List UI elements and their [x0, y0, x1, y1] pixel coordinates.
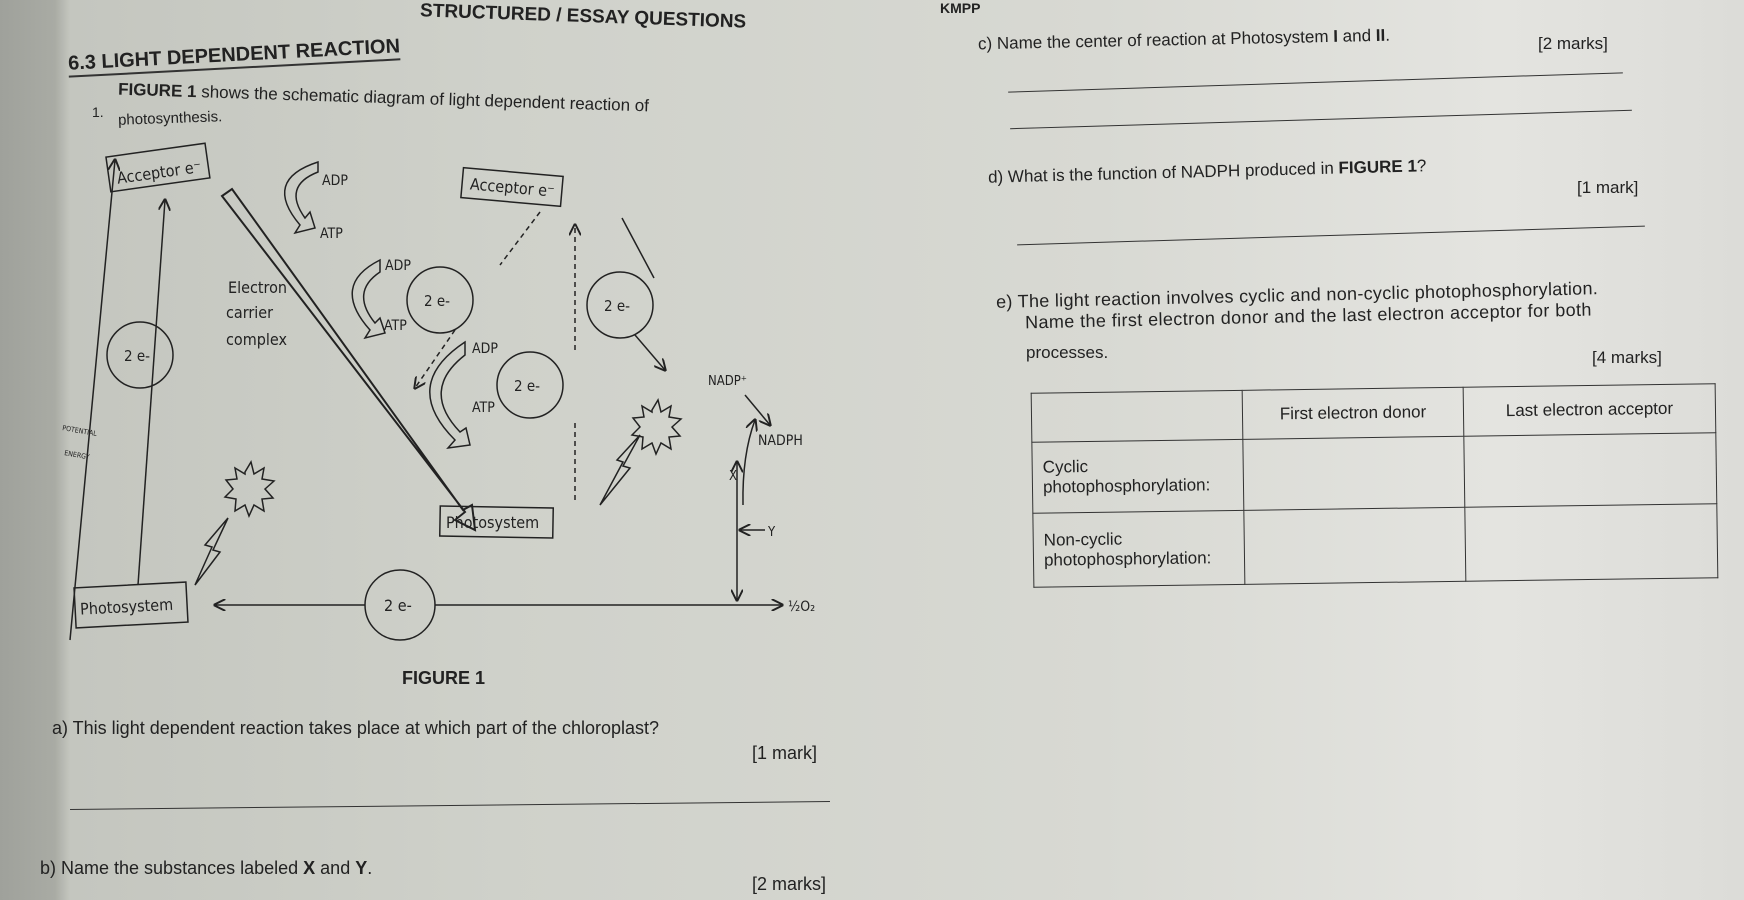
energy-axis: [69, 160, 115, 641]
adp-label: ADP: [322, 173, 348, 189]
arrow-ps-to-acceptor-left: [137, 200, 165, 586]
photosystem-left-box: [73, 581, 189, 629]
electron-carrier-arrow: [220, 187, 477, 532]
acceptor-right-label: Acceptor e⁻: [469, 174, 555, 200]
lightning-icon: [194, 517, 229, 586]
question-b: b) Name the substances labeled X and Y.: [40, 858, 372, 879]
question-a-marks: [1 mark]: [752, 743, 818, 763]
axis-label: POTENTIAL: [62, 424, 98, 438]
question-d-end: ?: [1416, 156, 1427, 176]
question-d: d) What is the function of NADPH produce…: [988, 156, 1427, 187]
topic-heading: 6.3 LIGHT DEPENDENT REACTION: [67, 35, 401, 78]
y-label: Y: [767, 525, 776, 540]
question-b-y: Y: [355, 858, 368, 878]
question-a: a) This light dependent reaction takes p…: [52, 718, 660, 738]
x-label: X: [729, 469, 737, 484]
nadp-plus-label: NADP⁺: [708, 374, 747, 389]
lightning-icon: [599, 434, 641, 506]
question-d-marks: [1 mark]: [1577, 178, 1639, 197]
question-d-figure: FIGURE 1: [1338, 156, 1418, 178]
question-e-line3: processes.: [1026, 343, 1109, 362]
question-b-text: b) Name the substances labeled: [40, 858, 304, 878]
donor-cell[interactable]: [1243, 507, 1466, 585]
carrier-label: complex: [226, 330, 287, 349]
atp-label: ATP: [384, 318, 407, 334]
table-header-empty: [1031, 390, 1243, 443]
question-c-marks: [2 marks]: [1538, 34, 1608, 53]
question-c-text: c) Name the center of reaction at Photos…: [977, 26, 1334, 54]
answer-line-c2[interactable]: [1010, 109, 1632, 130]
atp-label: ATP: [472, 400, 495, 416]
sunlight-icon: [223, 460, 276, 518]
figure-ref: FIGURE 1: [117, 79, 197, 102]
row-label-line: photophosphorylation:: [1043, 548, 1212, 570]
flow-arrow: [634, 334, 665, 370]
electron-donor-acceptor-table: First electron donor Last electron accep…: [1031, 383, 1719, 588]
carrier-label: carrier: [226, 303, 273, 322]
adp-label: ADP: [472, 341, 498, 357]
question-b-marks: [2 marks]: [752, 874, 827, 894]
question-b-end: .: [367, 858, 373, 878]
sunlight-icon: [630, 398, 683, 456]
flow-line: [621, 217, 655, 279]
section-banner: STRUCTURED / ESSAY QUESTIONS: [419, 0, 747, 33]
figure-intro-line2: photosynthesis.: [117, 108, 223, 129]
question-b-and: and: [315, 858, 356, 878]
flow-arrow: [744, 394, 770, 425]
nadph-label: NADPH: [758, 433, 803, 449]
electron-circle: [586, 271, 654, 339]
table-header-donor: First electron donor: [1242, 387, 1464, 440]
acceptor-left-label: Acceptor e⁻: [116, 157, 203, 188]
question-b-x: X: [303, 858, 316, 878]
carrier-label: Electron: [228, 278, 287, 297]
electron-label: 2 e-: [514, 377, 540, 395]
question-c-and: and: [1337, 25, 1376, 46]
electron-label: 2 e-: [424, 292, 450, 310]
answer-line-d[interactable]: [1017, 225, 1645, 246]
figure-caption: FIGURE 1: [402, 668, 486, 688]
question-c-end: .: [1385, 25, 1391, 45]
electron-label: 2 e-: [604, 297, 630, 315]
row-label-line: Cyclic: [1042, 457, 1089, 477]
adp-label: ADP: [385, 258, 411, 274]
corner-text: KMPP: [940, 0, 981, 16]
light-reaction-diagram: Acceptor e⁻ Acceptor e⁻ Photosystem Phot…: [62, 142, 815, 641]
table-header-acceptor: Last electron acceptor: [1463, 383, 1716, 437]
acceptor-left-box: [105, 142, 211, 193]
question-d-text: d) What is the function of NADPH produce…: [987, 158, 1339, 187]
acceptor-cell[interactable]: [1464, 504, 1718, 582]
answer-line-c1[interactable]: [1008, 72, 1623, 93]
flow-arrow: [742, 420, 755, 506]
electron-circle: [106, 321, 174, 389]
electron-circle: [496, 351, 564, 419]
acceptor-cell[interactable]: [1463, 432, 1717, 508]
question-c: c) Name the center of reaction at Photos…: [978, 26, 1390, 55]
curved-arrow-icon: [284, 160, 319, 235]
oxygen-label: ½O₂: [788, 599, 815, 615]
dashed-path: [499, 211, 541, 266]
answer-line-a[interactable]: [70, 801, 830, 810]
axis-label: ENERGY: [64, 449, 91, 461]
question-number: 1.: [92, 104, 104, 120]
curved-arrow-icon: [351, 258, 386, 340]
row-label-line: photophosphorylation:: [1042, 475, 1211, 497]
atp-label: ATP: [320, 226, 343, 242]
intro-text: shows the schematic diagram of light dep…: [200, 82, 650, 116]
donor-cell[interactable]: [1242, 436, 1465, 511]
curved-arrow-icon: [429, 340, 471, 450]
acceptor-right-box: [460, 166, 564, 208]
dashed-path: [415, 329, 456, 388]
row-label-line: Non-cyclic: [1043, 529, 1123, 550]
question-e-marks: [4 marks]: [1592, 348, 1662, 367]
electron-label: 2 e-: [384, 596, 412, 615]
photosystem-right-label: Photosystem: [446, 513, 539, 532]
photosystem-right-box: [438, 505, 555, 539]
photosystem-left-label: Photosystem: [80, 595, 174, 619]
electron-circle: [406, 266, 474, 334]
electron-label: 2 e-: [124, 347, 150, 365]
